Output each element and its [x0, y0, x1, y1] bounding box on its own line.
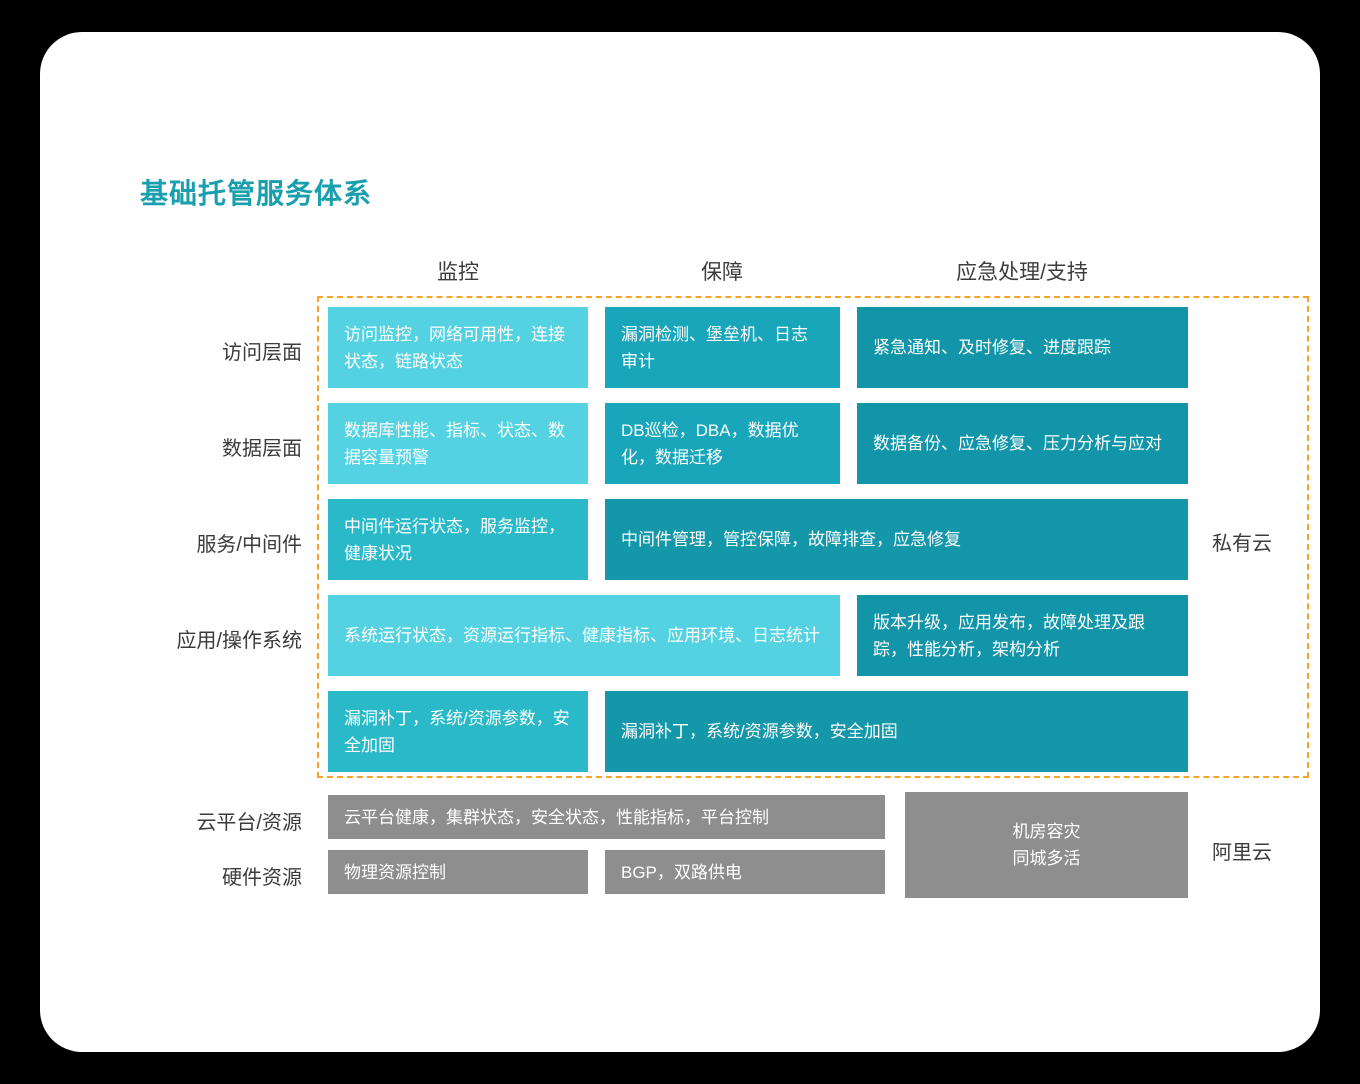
row-label-cloud-platform: 云平台/资源: [196, 812, 302, 834]
cell-text: 数据备份、应急修复、压力分析与应对: [873, 434, 1162, 453]
cell-text-line2: 同城多活: [1012, 849, 1081, 868]
row-label-app-os: 应用/操作系统: [176, 630, 302, 652]
column-header-emergency: 应急处理/支持: [956, 261, 1088, 284]
cell-text: 漏洞补丁，系统/资源参数，安全加固: [621, 722, 898, 741]
cell-text: DB巡检，DBA，数据优化，数据迁移: [621, 420, 799, 467]
cell-cloud-platform: 云平台健康，集群状态，安全状态，性能指标，平台控制: [328, 795, 885, 839]
cell-app-os-monitoring-assurance: 系统运行状态，资源运行指标、健康指标、应用环境、日志统计: [328, 595, 840, 676]
cell-access-emergency: 紧急通知、及时修复、进度跟踪: [857, 307, 1188, 388]
cell-text-line1: 机房容灾: [1012, 822, 1081, 841]
cell-access-assurance: 漏洞检测、堡垒机、日志审计: [605, 307, 840, 388]
cell-patch-assurance-emergency: 漏洞补丁，系统/资源参数，安全加固: [605, 691, 1188, 772]
cell-data-monitoring: 数据库性能、指标、状态、数据容量预警: [328, 403, 588, 484]
diagram-card: 基础托管服务体系 监控 保障 应急处理/支持 访问层面 数据层面 服务/中间件 …: [40, 32, 1320, 1052]
cell-text: 物理资源控制: [344, 862, 446, 882]
row-label-access: 访问层面: [222, 342, 302, 364]
row-label-hardware: 硬件资源: [222, 867, 302, 889]
row-label-data: 数据层面: [222, 438, 302, 460]
cell-datacenter-dr: 机房容灾 同城多活: [905, 792, 1188, 898]
cell-hardware-bgp: BGP，双路供电: [605, 850, 885, 894]
cell-text: 版本升级，应用发布，故障处理及跟踪，性能分析，架构分析: [873, 612, 1145, 659]
cell-patch-monitoring: 漏洞补丁，系统/资源参数，安全加固: [328, 691, 588, 772]
row-label-middleware: 服务/中间件: [196, 534, 302, 556]
column-header-assurance: 保障: [701, 261, 743, 284]
private-cloud-zone-border: [317, 296, 1309, 778]
cell-hardware-physical: 物理资源控制: [328, 850, 588, 894]
cell-data-emergency: 数据备份、应急修复、压力分析与应对: [857, 403, 1188, 484]
cell-access-monitoring: 访问监控，网络可用性，连接状态，链路状态: [328, 307, 588, 388]
cell-text: 漏洞检测、堡垒机、日志审计: [621, 324, 808, 371]
cell-text: 中间件管理，管控保障，故障排查，应急修复: [621, 530, 961, 549]
cell-text: 云平台健康，集群状态，安全状态，性能指标，平台控制: [344, 807, 769, 827]
cell-data-assurance: DB巡检，DBA，数据优化，数据迁移: [605, 403, 840, 484]
page-title: 基础托管服务体系: [140, 178, 373, 209]
column-header-monitoring: 监控: [437, 261, 479, 284]
cell-text: 漏洞补丁，系统/资源参数，安全加固: [344, 708, 570, 755]
cell-middleware-monitoring: 中间件运行状态，服务监控，健康状况: [328, 499, 588, 580]
zone-label-alicloud: 阿里云: [1212, 842, 1272, 864]
cell-text: 紧急通知、及时修复、进度跟踪: [873, 338, 1111, 357]
cell-text: 数据库性能、指标、状态、数据容量预警: [344, 420, 565, 467]
cell-middleware-assurance-emergency: 中间件管理，管控保障，故障排查，应急修复: [605, 499, 1188, 580]
zone-label-private-cloud: 私有云: [1212, 533, 1272, 555]
cell-text: 中间件运行状态，服务监控，健康状况: [344, 516, 565, 563]
cell-text: 访问监控，网络可用性，连接状态，链路状态: [344, 324, 565, 371]
cell-text: 系统运行状态，资源运行指标、健康指标、应用环境、日志统计: [344, 626, 820, 645]
cell-app-os-emergency: 版本升级，应用发布，故障处理及跟踪，性能分析，架构分析: [857, 595, 1188, 676]
cell-text: BGP，双路供电: [621, 862, 742, 882]
